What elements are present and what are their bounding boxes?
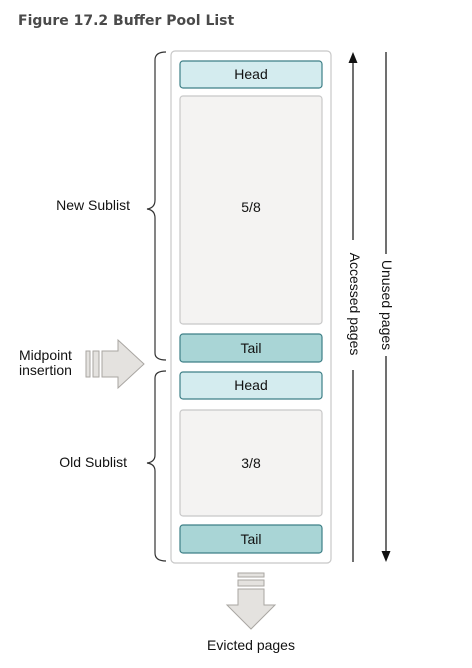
old-fraction-label: 3/8	[241, 455, 261, 471]
unused-pages-label: Unused pages	[379, 260, 395, 350]
old-sublist-label: Old Sublist	[59, 454, 127, 470]
evicted-pages-label: Evicted pages	[207, 637, 295, 653]
accessed-pages-arrow	[348, 52, 358, 562]
new-fraction-label: 5/8	[241, 199, 261, 215]
old-sublist-brace	[146, 370, 167, 562]
new-head-box	[179, 60, 323, 89]
evicted-pages-arrow-icon	[225, 572, 277, 630]
figure-title: Figure 17.2 Buffer Pool List	[18, 13, 235, 29]
old-sublist-region	[179, 409, 323, 517]
midpoint-label-line1: Midpoint	[19, 347, 72, 363]
midpoint-insertion-arrow-icon	[85, 338, 145, 390]
old-tail-label: Tail	[240, 531, 261, 547]
midpoint-label-line2: insertion	[19, 362, 72, 378]
unused-pages-arrow	[381, 52, 391, 562]
old-head-label: Head	[234, 377, 267, 393]
old-head-box	[179, 371, 323, 400]
down-arrowhead-icon	[381, 551, 391, 562]
new-sublist-label: New Sublist	[56, 197, 130, 213]
new-head-label: Head	[234, 66, 267, 82]
new-tail-box	[179, 333, 323, 363]
new-tail-label: Tail	[240, 340, 261, 356]
old-tail-box	[179, 524, 323, 554]
accessed-pages-label: Accessed pages	[347, 253, 363, 356]
up-arrowhead-icon	[348, 52, 358, 63]
new-sublist-brace	[146, 51, 167, 361]
new-sublist-region	[179, 95, 323, 325]
